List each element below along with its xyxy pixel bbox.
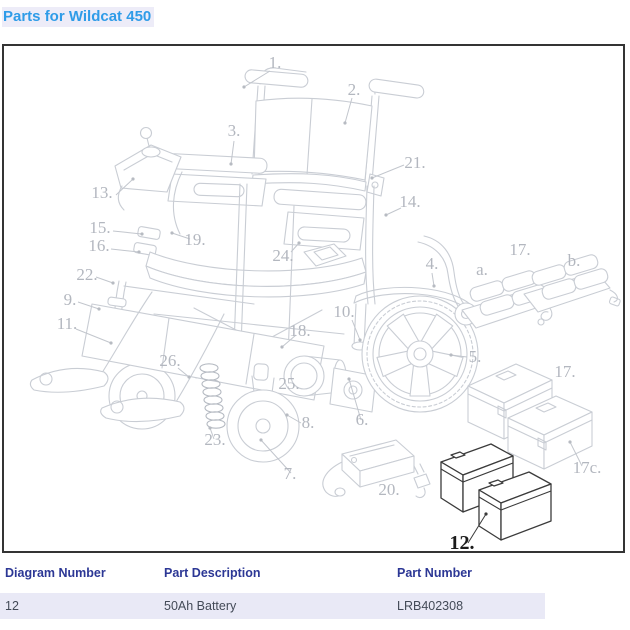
callout-14: 14. (399, 192, 420, 211)
callout-dot (343, 121, 347, 125)
callout-leader (95, 276, 114, 284)
callout-dot (432, 284, 436, 288)
cell-part-description: 50Ah Battery (164, 599, 237, 613)
callout-7: 7. (284, 464, 297, 483)
callout-leader (569, 441, 583, 467)
callout-26: 26. (159, 351, 180, 370)
callout-dot (111, 281, 115, 285)
callout-25: 25. (278, 374, 299, 393)
col-header-part-description: Part Description (164, 566, 261, 580)
callout-leader (290, 242, 300, 253)
callout-dot (484, 512, 488, 516)
wheelchair-illustration: 1. 2. 3. 21. 13. 14. 15.16. 19. 24. 22. 4. 17. a. b. 9… (29, 53, 621, 551)
callout-leader (286, 414, 302, 424)
callout-23: 23. (204, 430, 225, 449)
callout-leader (431, 272, 435, 287)
callout-22: 22. (76, 265, 97, 284)
callout-17c: 17c. (573, 458, 602, 477)
callout-3: 3. (228, 121, 241, 140)
page-title-text: Parts for Wildcat 450 (2, 7, 155, 27)
cell-part-number: LRB402308 (397, 599, 464, 613)
callout-dot (370, 176, 374, 180)
callout-dot (229, 162, 233, 166)
callout-19: 19. (184, 230, 205, 249)
callout-dot (358, 338, 362, 342)
callout-labels: 1. 2. 3. 21. 13. 14. 15.16. 19. 24. 22. 4. 17. a. b. 9… (57, 53, 602, 551)
callout-leader (243, 70, 271, 88)
callout-24: 24. (272, 246, 293, 265)
col-header-diagram-number: Diagram Number (5, 566, 106, 580)
callout-10: 10. (333, 302, 354, 321)
callout-1: 1. (269, 53, 282, 72)
callout-dot (242, 85, 246, 89)
callout-17: 17. (509, 240, 530, 259)
callout-11: 11. (57, 314, 78, 333)
battery-pair-highlighted (440, 443, 552, 541)
callout-leader (177, 367, 190, 378)
cell-diagram-number: 12 (5, 599, 19, 613)
callout-leader (115, 178, 134, 196)
rear-wheel-spokes (376, 313, 464, 397)
callout-dot (208, 426, 212, 430)
callout-5: 5. (469, 347, 482, 366)
callout-dot (449, 353, 453, 357)
parts-diagram-panel: 1. 2. 3. 21. 13. 14. 15.16. 19. 24. 22. 4. 17. a. b. 9… (2, 44, 625, 553)
parts-table-header: Diagram Number Part Description Part Num… (0, 566, 545, 580)
callout-leader (75, 328, 112, 344)
callout-4: 4. (426, 254, 439, 273)
callout-16: 16. (88, 236, 109, 255)
callout-leader (348, 378, 362, 421)
callout-dot (280, 345, 284, 349)
callout-b: b. (568, 251, 581, 270)
callout-leader (281, 334, 297, 348)
callout-8: 8. (302, 413, 315, 432)
battery-boxes (467, 363, 593, 470)
callout-leader (371, 164, 405, 179)
callout-dot (97, 307, 101, 311)
callout-leader (112, 230, 143, 235)
callout-13: 13. (91, 183, 112, 202)
charger-units (461, 254, 621, 329)
callout-18: 18. (289, 321, 310, 340)
callout-leader (209, 427, 215, 440)
callout-dot (297, 241, 301, 245)
table-row: 12 50Ah Battery LRB402308 (0, 593, 545, 619)
callout-2: 2. (348, 80, 361, 99)
callout-leader (450, 354, 468, 358)
callout-dot (347, 377, 351, 381)
page-title: Parts for Wildcat 450 (2, 7, 155, 27)
callout-leader (110, 248, 140, 253)
callout-leader (260, 439, 292, 474)
callout-dot (109, 341, 113, 345)
callout-dot (259, 438, 263, 442)
callout-21: 21. (404, 153, 425, 172)
offboard-charger (322, 439, 431, 499)
callout-dot (170, 231, 174, 235)
callout-a: a. (476, 260, 488, 279)
col-header-part-number: Part Number (397, 566, 473, 580)
callout-leader (385, 207, 402, 216)
callout-12: 12. (450, 532, 475, 551)
callout-dot (568, 440, 572, 444)
callout-leader (351, 319, 361, 341)
callout-15: 15. (89, 218, 110, 237)
callout-dot (187, 375, 191, 379)
callout-dot (140, 232, 144, 236)
callout-dot (285, 413, 289, 417)
callout-20: 20. (378, 480, 399, 499)
callout-9: 9. (64, 290, 77, 309)
callout-leader (467, 513, 487, 544)
callout-17: 17. (554, 362, 575, 381)
wheelchair-frame (29, 67, 479, 463)
callout-leader (77, 301, 100, 310)
callout-dot (137, 250, 141, 254)
callout-dot (384, 213, 388, 217)
suspension-spring (199, 363, 226, 429)
callout-leader (344, 97, 353, 124)
callout-leader (171, 232, 191, 240)
callout-6: 6. (356, 410, 369, 429)
callout-leader (230, 140, 235, 165)
callout-dot (131, 177, 135, 181)
